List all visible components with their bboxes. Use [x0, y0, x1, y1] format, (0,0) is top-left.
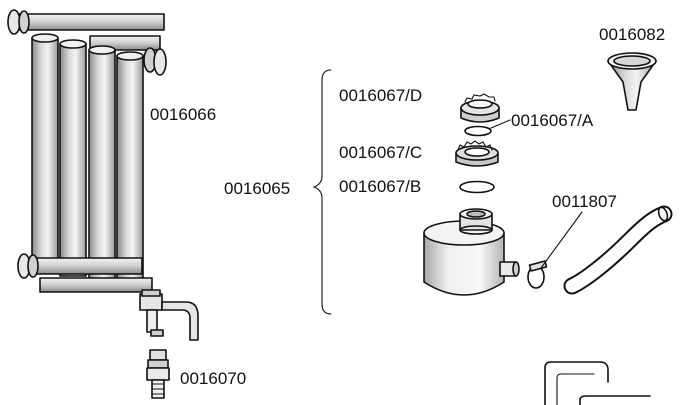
- label-o-ring-large: 0016067/B: [339, 177, 421, 196]
- threaded-ring: [455, 140, 499, 167]
- label-drain-fitting: 0016070: [180, 369, 246, 388]
- o-ring-large: [459, 180, 495, 194]
- label-hose-and-clamp: 0011807: [552, 192, 617, 211]
- drain-fitting: [146, 349, 170, 399]
- outlet-stem: [146, 309, 158, 333]
- filter-column-3: [88, 49, 116, 283]
- funnel: [607, 52, 657, 111]
- label-threaded-ring: 0016067/C: [339, 143, 422, 162]
- cap-part: [460, 93, 500, 123]
- bottom-header-pipe: [21, 257, 143, 275]
- tank-body: [423, 232, 505, 296]
- bottom-header-pipe-front: [39, 277, 153, 293]
- filter-column-4: [116, 55, 144, 289]
- filter-column-1: [31, 37, 59, 271]
- o-ring-small: [464, 125, 492, 137]
- top-header-pipe: [13, 13, 165, 31]
- leader-hose: [540, 211, 583, 269]
- label-o-ring-small: 0016067/A: [511, 111, 594, 130]
- outlet-spout: [161, 301, 199, 341]
- label-funnel: 0016082: [599, 25, 665, 44]
- filter-column-assembly: [7, 9, 199, 341]
- label-cap: 0016067/D: [339, 86, 422, 105]
- label-filter-column-assembly: 0016066: [150, 105, 216, 124]
- kit-bracket: [312, 69, 332, 315]
- label-kit: 0016065: [224, 179, 290, 198]
- partial-part-bottom-right: [544, 361, 651, 405]
- leader-o-ring-small: [490, 119, 511, 129]
- tank: [423, 208, 520, 296]
- hose-and-clamp: [527, 205, 673, 295]
- filter-column-2: [59, 43, 87, 277]
